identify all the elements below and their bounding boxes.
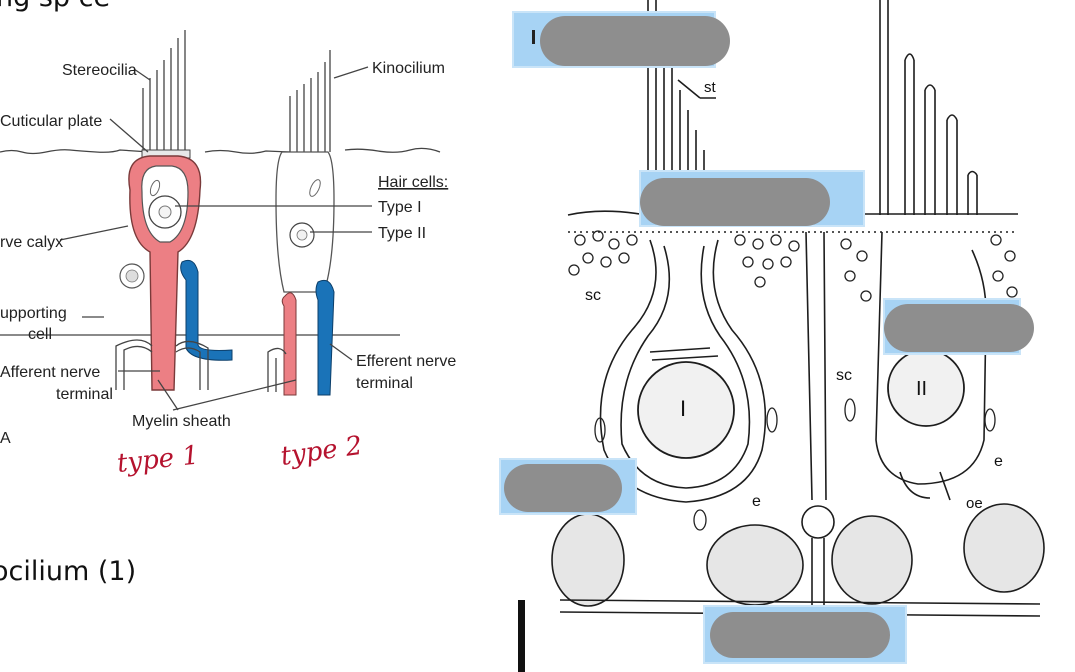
label-blank-4[interactable]: [499, 458, 637, 515]
label-blank-5[interactable]: [703, 605, 907, 664]
label-blank-2[interactable]: [639, 170, 865, 227]
label-type2-nucleus: II: [916, 378, 927, 400]
label-panel-a: A: [0, 430, 11, 447]
label-efferent-2: terminal: [356, 375, 413, 392]
label-myelin-sheath: Myelin sheath: [132, 413, 231, 430]
top-partial-text: ng sp ce: [0, 0, 110, 13]
bottom-partial-text: ocilium (1): [0, 556, 136, 587]
type2-cell-drawing: II: [875, 231, 987, 501]
label-oe: oe: [966, 495, 983, 512]
label-sc-mid: sc: [836, 367, 852, 384]
lower-nerve-fibers: [551, 503, 1045, 617]
st-leader: [677, 79, 716, 99]
type1-nucleus: [637, 361, 735, 459]
type2-hair-cell: [267, 50, 335, 396]
surface-line-left: [0, 149, 151, 155]
right-hair-cell-drawing: st I sc sc II e e oe: [499, 0, 1045, 672]
label-type1-nucleus: I: [680, 396, 686, 421]
label-supporting-cell-1: upporting: [0, 305, 67, 322]
surface-line-mid: [204, 149, 291, 154]
surface-line-right: [344, 147, 441, 153]
label-nerve-calyx: rve calyx: [0, 234, 63, 251]
label-efferent-1: Efferent nerve: [356, 353, 456, 370]
label-st: st: [704, 79, 717, 96]
efferent-terminal-type1: [180, 259, 233, 361]
label-stereocilia: Stereocilia: [62, 62, 137, 79]
stereocilia-bundle-right: [879, 0, 978, 215]
label-type2: Type II: [378, 225, 426, 242]
left-hair-cell-diagram: ng sp ce: [0, 0, 456, 587]
label-sc-left: sc: [585, 287, 601, 304]
label-blank-1[interactable]: [512, 11, 730, 68]
granules: [568, 230, 1018, 531]
label-supporting-cell-2: cell: [28, 326, 52, 343]
label-afferent-2: terminal: [56, 386, 113, 403]
type1-cell-drawing: I: [599, 239, 767, 503]
label-cuticular-plate: Cuticular plate: [0, 113, 102, 130]
supporting-cell-boundary: [805, 231, 827, 501]
label-afferent-1: Afferent nerve: [0, 364, 100, 381]
handwritten-type1: type 1: [116, 441, 201, 479]
label-blank-3[interactable]: [883, 298, 1034, 355]
label-e-right: e: [994, 453, 1003, 470]
label-hair-cells: Hair cells:: [378, 174, 448, 191]
label-kinocilium: Kinocilium: [372, 60, 445, 77]
handwritten-type2: type 2: [279, 431, 364, 472]
label-type1: Type I: [378, 199, 422, 216]
type1-hair-cell: [115, 30, 233, 391]
label-e-mid: e: [752, 493, 761, 510]
